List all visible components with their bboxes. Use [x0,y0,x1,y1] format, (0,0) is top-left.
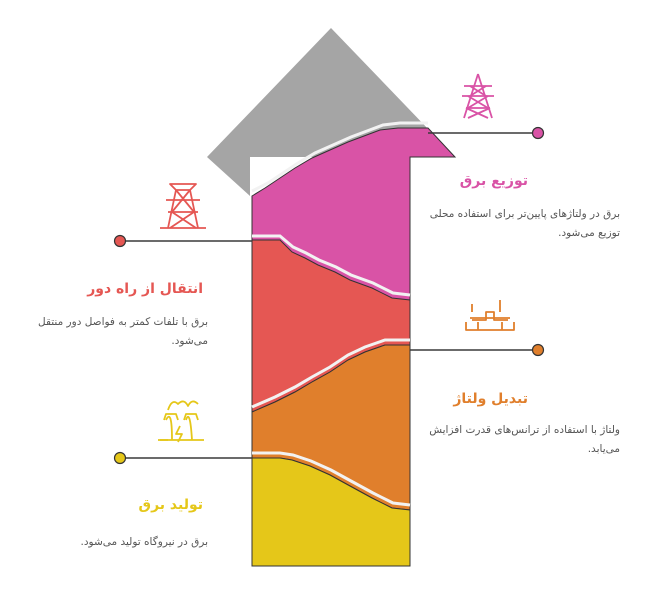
connector-lines [120,132,538,459]
connector-dot-transmission [113,234,127,248]
power-plant-icon [158,400,204,443]
power-tower-icon [462,73,494,119]
connector-dot-generation [113,451,127,465]
transmission-tower-icon [160,183,206,229]
transmission-title: انتقال از راه دور [87,281,203,297]
stair-edges [251,121,428,507]
generation-description: برق در نیروگاه تولید می‌شود. [80,536,208,548]
connector-dot-transformation [531,343,545,357]
transformer-icon [465,300,515,331]
connector-dot-distribution [531,126,545,140]
generation-title: تولید برق [138,497,203,513]
transmission-description: برق با تلفات کمتر به فواصل دور منتقل می‌… [38,316,208,347]
band-generation [251,457,411,567]
transformation-title: تبدیل ولتاژ [453,391,528,407]
transformation-description: ولتاژ با استفاده از ترانس‌های قدرت افزای… [429,424,620,455]
distribution-title: توزیع برق [459,173,528,189]
distribution-description: برق در ولتاژهای پایین‌تر برای استفاده مح… [429,208,620,239]
